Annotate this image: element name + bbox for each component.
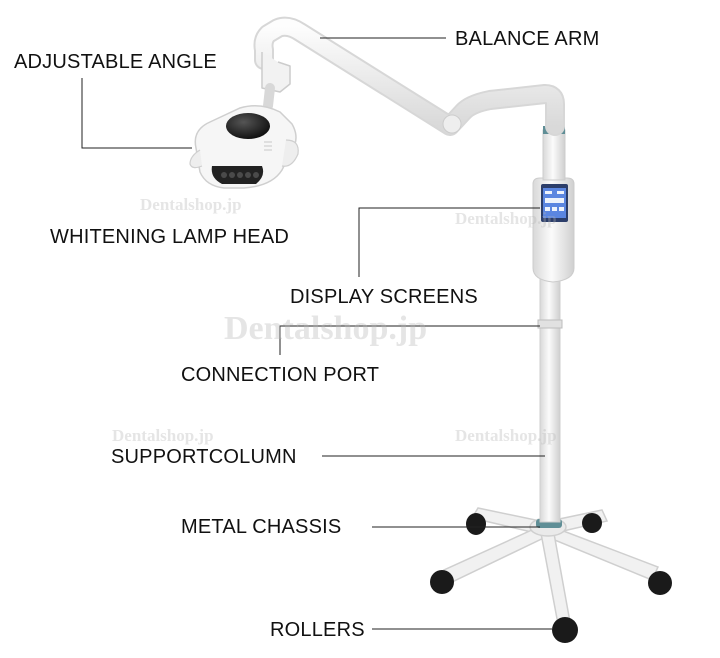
rollers-wheels — [430, 513, 672, 643]
label-adjustable-angle: ADJUSTABLE ANGLE — [14, 51, 217, 73]
label-balance-arm: BALANCE ARM — [455, 28, 600, 50]
whitening-lamp-head — [189, 105, 299, 189]
watermark: Dentalshop.jp — [112, 426, 214, 445]
watermark: Dentalshop.jp — [224, 310, 428, 347]
label-metal-chassis: METAL CHASSIS — [181, 516, 342, 538]
label-connection-port: CONNECTION PORT — [181, 364, 380, 386]
label-support-column: SUPPORTCOLUMN — [111, 446, 297, 468]
watermark: Dentalshop.jp — [455, 426, 557, 445]
label-rollers: ROLLERS — [270, 619, 365, 641]
watermark: Dentalshop.jp — [455, 209, 557, 228]
leader-lines — [81, 37, 552, 630]
adjustable-angle-joint — [261, 52, 291, 93]
watermark: Dentalshop.jp — [140, 195, 242, 214]
label-whitening-lamp-head: WHITENING LAMP HEAD — [50, 226, 290, 248]
support-column-pole — [539, 269, 561, 523]
upper-column — [542, 129, 566, 181]
label-display-screens: DISPLAY SCREENS — [290, 286, 478, 308]
connection-port-ring — [537, 319, 563, 329]
